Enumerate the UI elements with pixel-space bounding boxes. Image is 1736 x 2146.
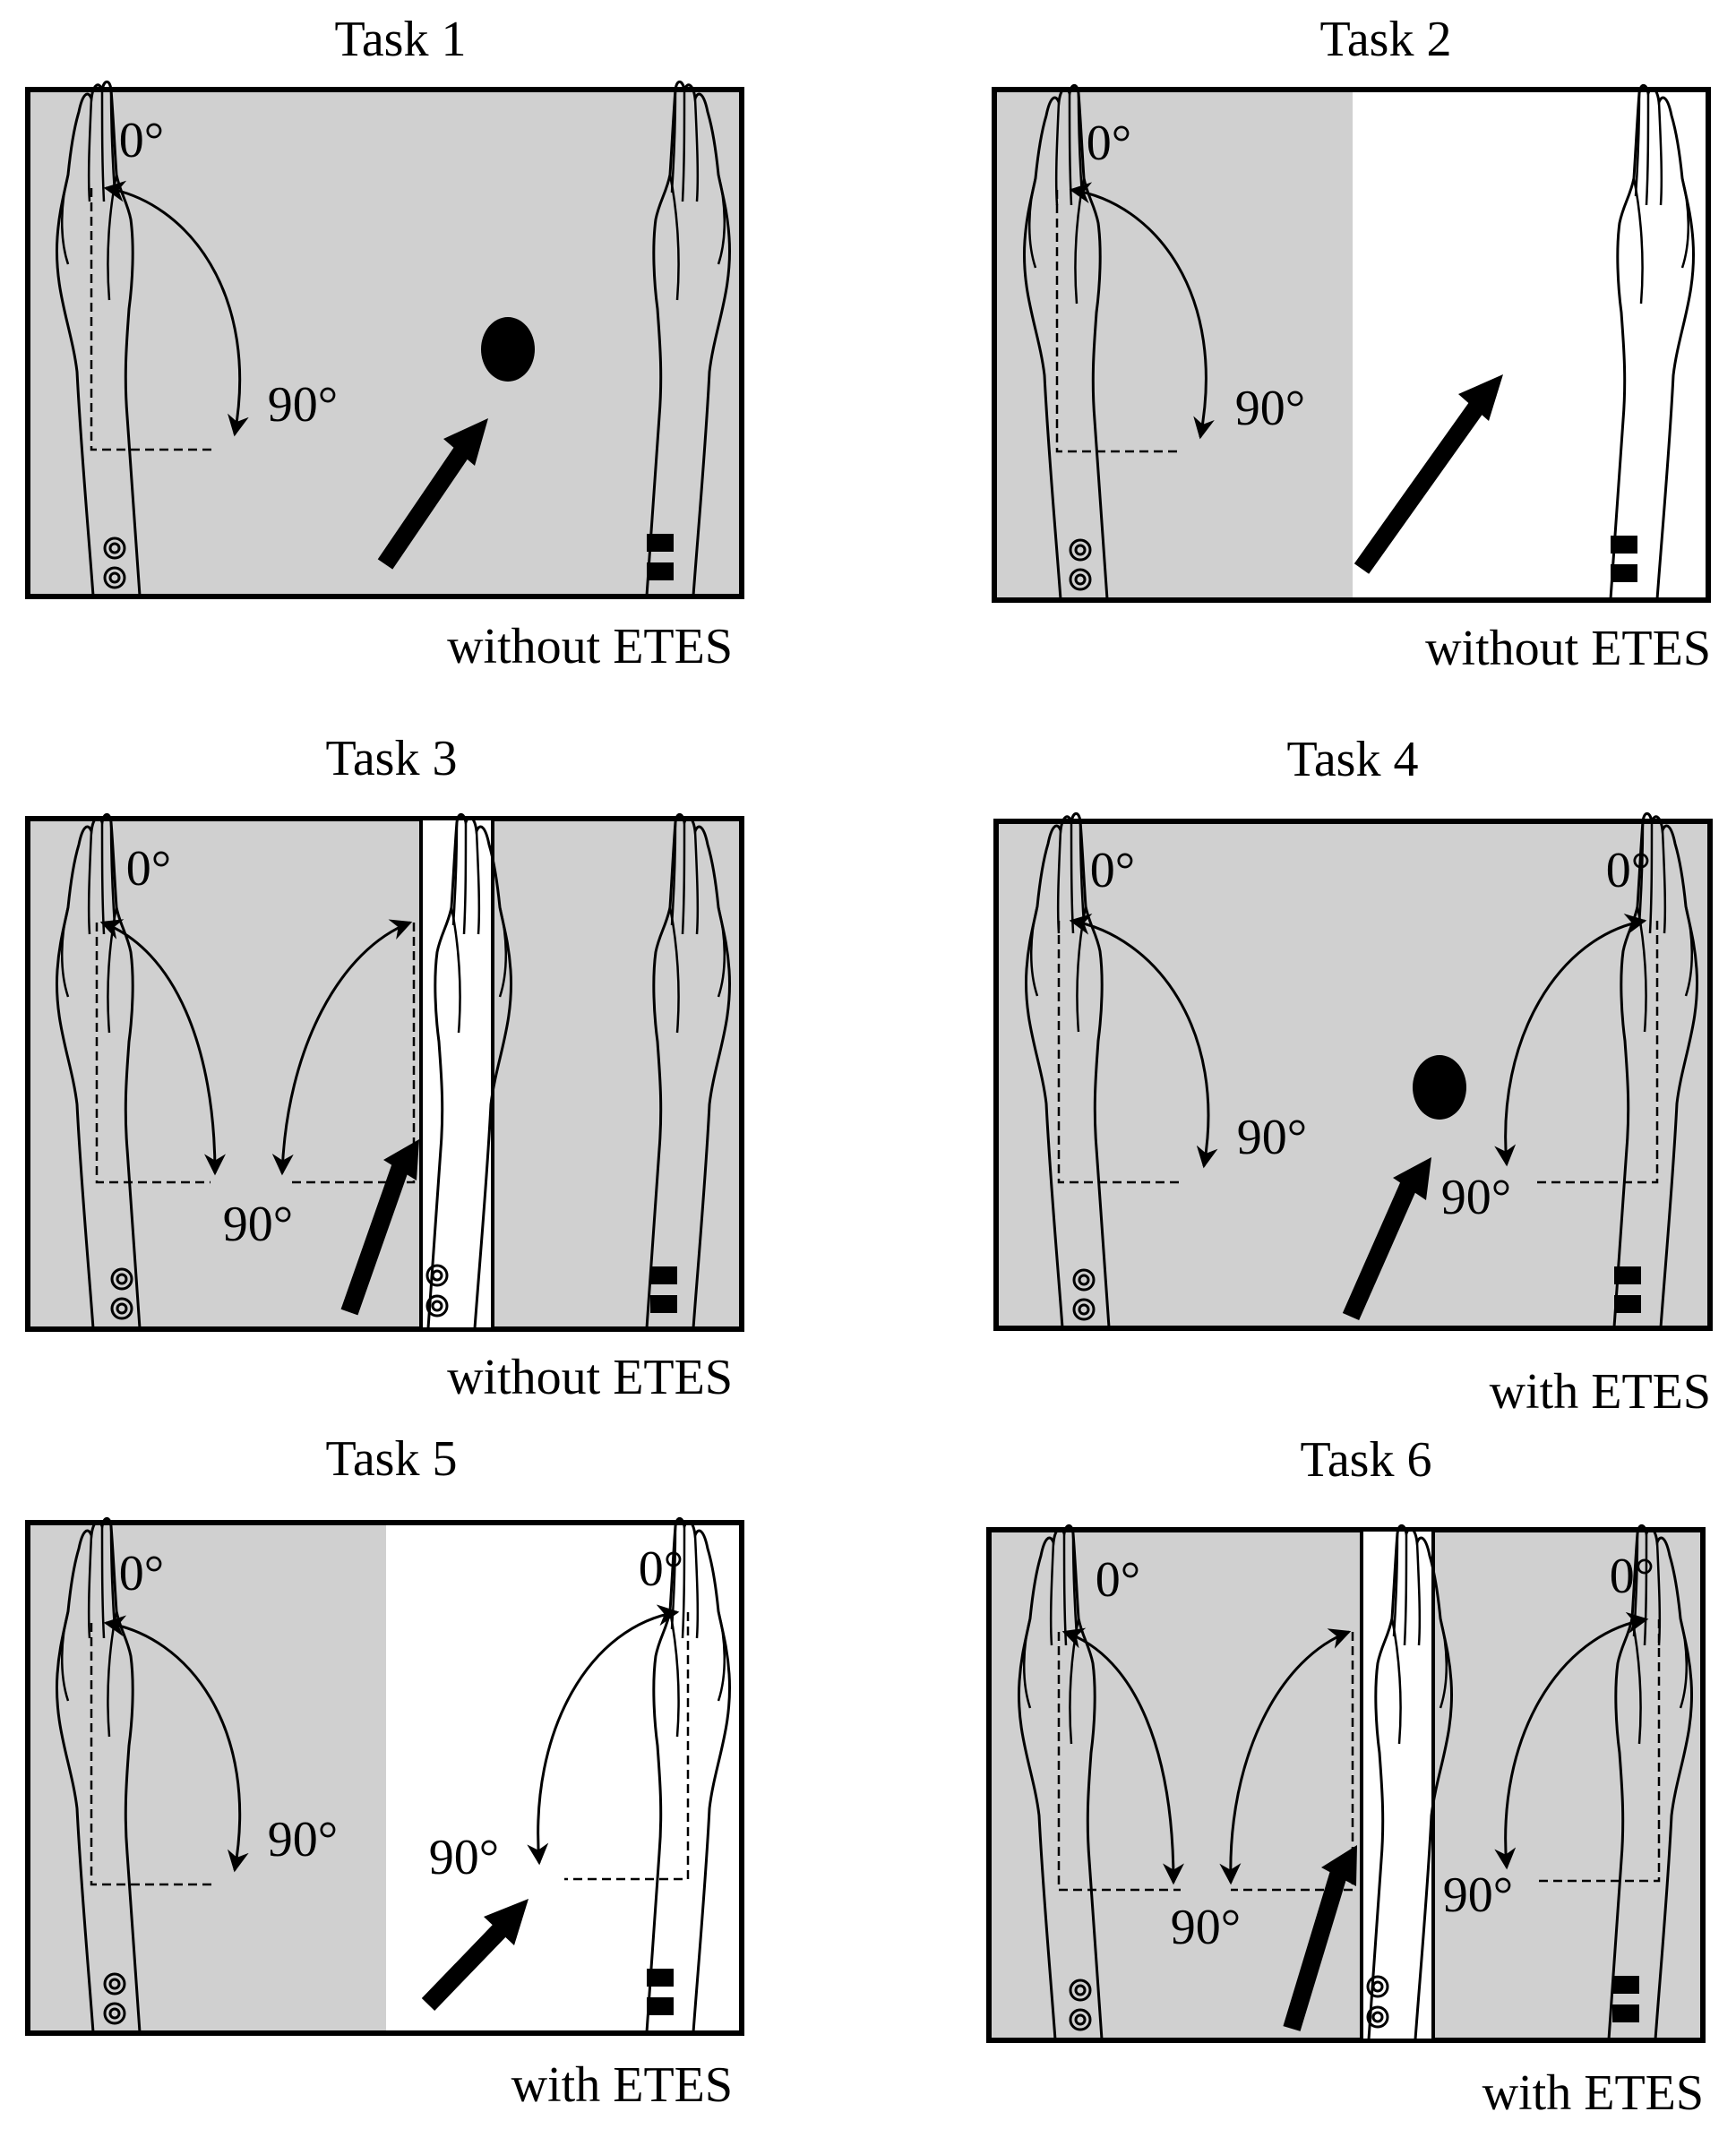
electrode-pad-icon	[650, 1266, 677, 1284]
angle-90-label: 90°	[1443, 1867, 1513, 1923]
panel-task-1: Task 1 0° 90° without ETES	[25, 12, 744, 674]
shaded-area	[28, 1523, 386, 2033]
reference-angle	[95, 923, 211, 1184]
electrode-pad-icon	[647, 1969, 674, 1987]
electrode-pad-icon	[650, 1295, 677, 1313]
angle-90-label: 90°	[1237, 1110, 1307, 1165]
electrode-pad-icon	[647, 1997, 674, 2015]
reference-angle-right	[1534, 1619, 1661, 1883]
gaze-arrow	[1354, 402, 1484, 574]
panel-task-6: Task 6 0° 0° 90° 90° with ETES	[986, 1432, 1706, 2121]
panel-task-3: Task 3 0° 90° without ETES	[25, 731, 744, 1405]
right-arm	[1609, 83, 1696, 601]
angle-0-label: 0°	[1610, 1549, 1654, 1604]
rotation-arrow-mirror	[271, 919, 413, 1176]
gaze-arrowhead	[1321, 1845, 1357, 1886]
reference-angle-mirror	[287, 923, 416, 1184]
rotation-arrow	[103, 180, 249, 437]
electrode-pad-icon	[1611, 564, 1637, 582]
gaze-arrow	[1283, 1869, 1348, 2031]
gaze-arrow	[340, 1161, 410, 1316]
angle-0-label: 0°	[126, 841, 171, 897]
angle-0-label: 0°	[1606, 843, 1651, 898]
panel-title: Task 3	[326, 731, 458, 786]
reference-angle	[1055, 190, 1182, 453]
panel-caption: with ETES	[1482, 2065, 1704, 2121]
rotation-arrow-right	[1494, 1611, 1649, 1870]
angle-90-label: 90°	[1441, 1170, 1511, 1225]
rotation-arrow	[1069, 182, 1215, 440]
rotation-arrow-left	[103, 1615, 249, 1873]
electrode-pad-icon	[647, 534, 674, 552]
gaze-arrowhead	[383, 1139, 419, 1180]
gaze-arrow	[421, 1924, 507, 2011]
gaze-arrowhead	[443, 418, 488, 466]
panel-title: Task 1	[335, 12, 467, 67]
panel-caption: without ETES	[1425, 621, 1711, 676]
angle-90-label: 90°	[1171, 1900, 1241, 1955]
angle-0-label: 0°	[119, 1546, 164, 1601]
electrode-pad-icon	[647, 562, 674, 580]
target-dot	[481, 317, 535, 382]
target-dot	[1413, 1055, 1466, 1120]
panel-caption: with ETES	[511, 2057, 733, 2113]
panel-title: Task 2	[1320, 12, 1452, 67]
electrode-pad-icon	[1612, 2004, 1639, 2022]
reference-angle-right	[564, 1612, 690, 1881]
rotation-arrow-left	[1061, 1627, 1184, 1885]
reference-angle-left	[1057, 921, 1184, 1184]
panel-task-4: Task 4 0° 0° 90° 90° with ETES	[993, 732, 1713, 1420]
angle-90-label: 90°	[268, 377, 338, 433]
rotation-arrow-right	[1494, 913, 1647, 1167]
gaze-arrowhead	[484, 1899, 529, 1945]
electrode-pad-icon	[1612, 1976, 1639, 1994]
reference-angle	[90, 188, 217, 451]
rotation-arrow	[99, 919, 226, 1176]
reference-angle-left	[1057, 1632, 1181, 1892]
panel-caption: with ETES	[1490, 1364, 1711, 1420]
reference-angle-mirror	[1231, 1632, 1354, 1892]
angle-0-label: 0°	[1096, 1552, 1140, 1608]
reference-angle-left	[90, 1623, 217, 1886]
electrode-pad-icon	[1614, 1295, 1641, 1313]
panel-task-2: Task 2 0° 90° without ETES	[992, 12, 1711, 676]
shaded-area	[994, 90, 1353, 600]
panel-title: Task 4	[1287, 732, 1419, 787]
reference-angle-right	[1532, 921, 1659, 1184]
gaze-arrowhead	[1393, 1157, 1431, 1200]
panel-title: Task 5	[326, 1431, 458, 1487]
gaze-arrow	[377, 447, 469, 570]
angle-90-label: 90°	[268, 1812, 338, 1867]
gaze-arrow	[1342, 1176, 1420, 1321]
electrode-pad-icon	[1611, 536, 1637, 554]
angle-90-label: 90°	[1235, 381, 1305, 436]
electrode-pad-icon	[1614, 1266, 1641, 1284]
rotation-arrow-mirror	[1219, 1628, 1352, 1885]
angle-90-label: 90°	[223, 1197, 293, 1252]
angle-0-label: 0°	[1090, 843, 1135, 898]
panel-title: Task 6	[1301, 1432, 1432, 1488]
task-frame	[25, 1520, 744, 2036]
rotation-arrow-right	[527, 1604, 680, 1866]
angle-90-label: 90°	[429, 1830, 499, 1885]
angle-0-label: 0°	[119, 113, 164, 168]
gaze-arrowhead	[1458, 374, 1503, 421]
task-frame	[992, 87, 1711, 603]
angle-0-label: 0°	[1087, 116, 1131, 171]
angle-0-label: 0°	[639, 1541, 683, 1597]
rotation-arrow-left	[1069, 914, 1218, 1169]
panel-caption: without ETES	[447, 619, 733, 674]
panel-task-5: Task 5 0° 0° 90° 90° with ETES	[25, 1431, 744, 2113]
panel-caption: without ETES	[447, 1350, 733, 1405]
